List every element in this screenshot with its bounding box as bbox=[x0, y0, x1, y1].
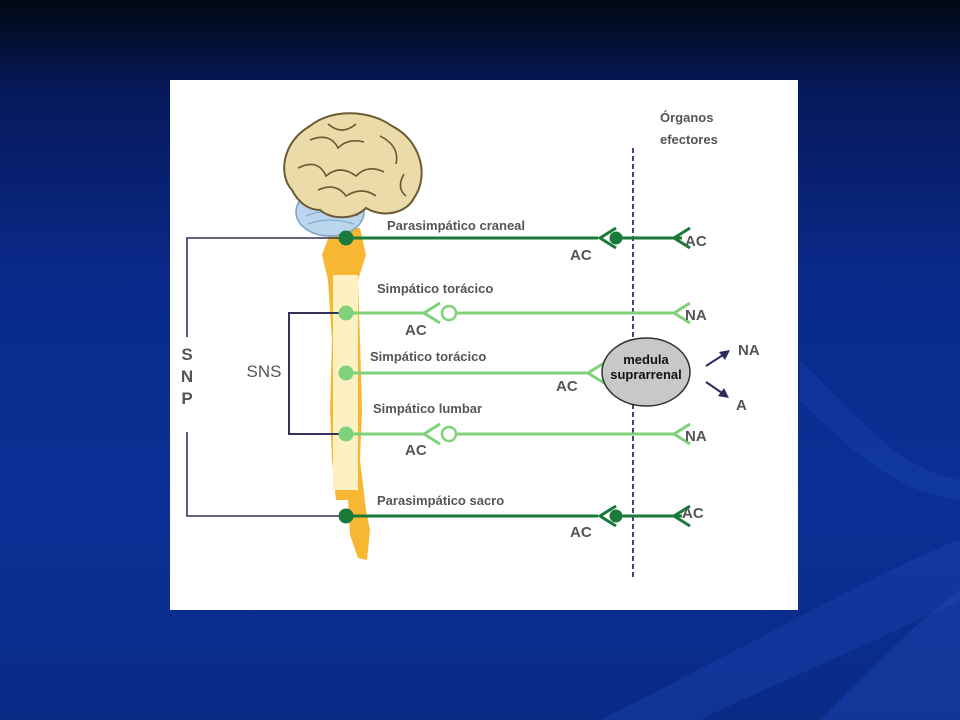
nt-label-lumbar-post: NA bbox=[685, 428, 707, 445]
cord-node-lumbar bbox=[338, 426, 354, 442]
diagram-panel: Órganos efectores S N P SNS Parasimpátic… bbox=[170, 80, 798, 610]
pathway-label-thoracic-2: Simpático torácico bbox=[370, 349, 486, 364]
pathway-label-lumbar: Simpático lumbar bbox=[373, 401, 482, 416]
adrenal-output-a: A bbox=[736, 397, 747, 414]
organs-header-line1: Órganos bbox=[660, 110, 713, 125]
pathway-sympathetic-thoracic-2: Simpático torácico AC bbox=[338, 349, 605, 395]
brain-icon bbox=[283, 112, 423, 237]
sns-label: SNS bbox=[247, 362, 282, 381]
pathway-label-sacral: Parasimpático sacro bbox=[377, 493, 504, 508]
pathway-sympathetic-lumbar: Simpático lumbar AC NA bbox=[338, 401, 707, 459]
snp-letter-n: N bbox=[181, 367, 193, 386]
adrenal-medulla: medula suprarrenal NA A bbox=[601, 337, 760, 414]
pathway-parasympathetic-sacral: Parasimpático sacro AC AC bbox=[338, 493, 704, 541]
pathway-sympathetic-thoracic-1: Simpático torácico AC NA bbox=[338, 281, 707, 339]
adrenal-label-line1: medula bbox=[623, 352, 669, 367]
spinal-cord bbox=[322, 228, 370, 560]
nt-label-cranial-pre: AC bbox=[570, 247, 592, 264]
nt-label-sacral-post: AC bbox=[682, 505, 704, 522]
nt-label-thoracic-1-post: NA bbox=[685, 307, 707, 324]
nt-label-cranial-post: AC bbox=[685, 233, 707, 250]
nt-label-thoracic-2-pre: AC bbox=[556, 378, 578, 395]
nervous-system-diagram: Órganos efectores S N P SNS Parasimpátic… bbox=[181, 110, 760, 580]
pathway-label-thoracic-1: Simpático torácico bbox=[377, 281, 493, 296]
cord-node-thoracic-1 bbox=[338, 305, 354, 321]
nt-label-thoracic-1-pre: AC bbox=[405, 322, 427, 339]
pathway-label-cranial: Parasimpático craneal bbox=[387, 218, 525, 233]
nt-label-sacral-pre: AC bbox=[570, 524, 592, 541]
cord-node-sacral bbox=[338, 508, 354, 524]
cord-node-thoracic-2 bbox=[338, 365, 354, 381]
snp-letter-p: P bbox=[181, 389, 192, 408]
pathway-parasympathetic-cranial: Parasimpático craneal AC AC bbox=[338, 218, 707, 264]
snp-bracket: S N P bbox=[181, 237, 345, 517]
sns-bracket: SNS bbox=[247, 312, 345, 435]
adrenal-label-line2: suprarrenal bbox=[610, 367, 682, 382]
organs-header-line2: efectores bbox=[660, 132, 718, 147]
cord-node-cranial bbox=[338, 230, 354, 246]
snp-letter-s: S bbox=[181, 345, 192, 364]
nt-label-lumbar-pre: AC bbox=[405, 442, 427, 459]
adrenal-output-na: NA bbox=[738, 342, 760, 359]
